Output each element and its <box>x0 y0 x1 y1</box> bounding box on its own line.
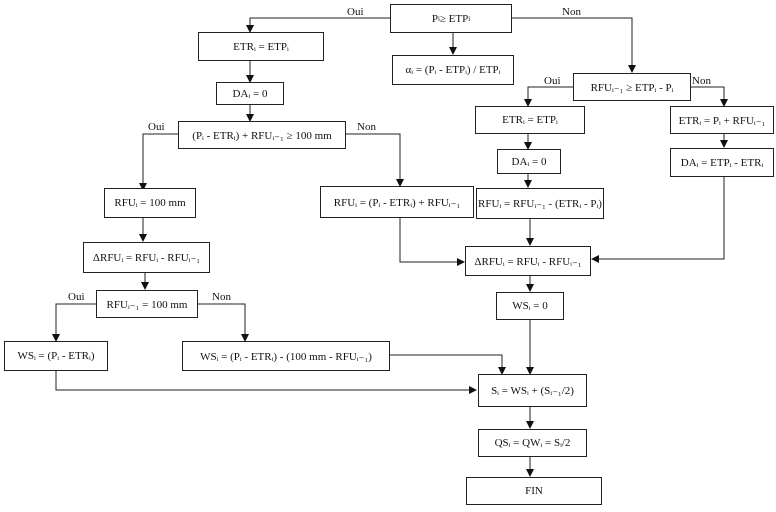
node-rfu-diff: RFUᵢ = RFUᵢ₋₁ - (ETRᵢ - Pᵢ) <box>476 188 604 219</box>
node-etr-eq-etp-left: ETRᵢ = ETPᵢ <box>198 32 324 61</box>
node-alpha: αᵢ = (Pᵢ - ETPᵢ) / ETPᵢ <box>392 55 514 85</box>
edge-condetp-non <box>690 86 728 107</box>
edge-rfusum-drfu <box>399 218 465 266</box>
edge-wsa-s <box>55 370 477 394</box>
node-rfu-sum: RFUᵢ = (Pᵢ - ETRᵢ) + RFUᵢ₋₁ <box>320 186 474 218</box>
label-oui: Oui <box>544 75 561 87</box>
node-qs: QSᵢ = QWᵢ = Sᵢ/2 <box>478 429 587 457</box>
edge-cond100-oui <box>139 133 178 191</box>
label-oui: Oui <box>347 6 364 18</box>
label-oui: Oui <box>68 291 85 303</box>
node-end: FIN <box>466 477 602 505</box>
node-da-diff: DAᵢ = ETPᵢ - ETRᵢ <box>670 148 774 177</box>
node-s-calc: Sᵢ = WSᵢ + (Sᵢ₋₁/2) <box>478 374 587 407</box>
label-non: Non <box>562 6 581 18</box>
node-ws-a: WSᵢ = (Pᵢ - ETRᵢ) <box>4 341 108 371</box>
edge-wsb-s <box>390 354 506 375</box>
node-delta-rfu-right: ΔRFUᵢ = RFUᵢ - RFUᵢ₋₁ <box>465 246 591 276</box>
edge-cond100-non <box>345 133 404 187</box>
node-rfu-100: RFUᵢ = 100 mm <box>104 188 196 218</box>
node-ws-b: WSᵢ = (Pᵢ - ETRᵢ) - (100 mm - RFUᵢ₋₁) <box>182 341 390 371</box>
node-da-zero-right: DAᵢ = 0 <box>497 149 561 174</box>
label-non: Non <box>357 121 376 133</box>
node-ws-zero: WSᵢ = 0 <box>496 292 564 320</box>
node-da-zero-left: DAᵢ = 0 <box>216 82 284 105</box>
label-non: Non <box>212 291 231 303</box>
node-cond-100mm: (Pᵢ - ETRᵢ) + RFUᵢ₋₁ ≥ 100 mm <box>178 121 346 149</box>
edge-start-non <box>512 17 636 73</box>
edge-condetp-oui <box>524 86 573 107</box>
node-delta-rfu-left: ΔRFUᵢ = RFUᵢ - RFUᵢ₋₁ <box>83 242 210 273</box>
edge-cond-non <box>197 303 249 342</box>
edge-dadiff-drfu <box>591 176 725 263</box>
node-cond-rfu-etp: RFUᵢ₋₁ ≥ ETPᵢ - Pᵢ <box>573 73 691 101</box>
label-oui: Oui <box>148 121 165 133</box>
node-cond-rfu-prev: RFUᵢ₋₁ = 100 mm <box>96 290 198 318</box>
node-etr-sum: ETRᵢ = Pᵢ + RFUᵢ₋₁ <box>670 106 774 134</box>
label-non: Non <box>692 75 711 87</box>
node-etr-eq-etp-right: ETRᵢ = ETPᵢ <box>475 106 585 134</box>
edge-cond-oui <box>52 303 96 342</box>
edge-start-oui <box>246 17 390 33</box>
